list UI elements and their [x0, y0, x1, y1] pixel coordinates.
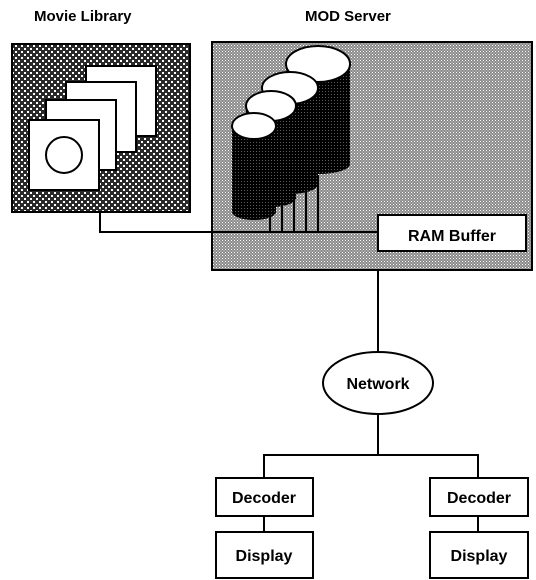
client-branch-link — [263, 454, 479, 478]
movie-library-box — [11, 43, 191, 213]
ram-buffer-box — [377, 214, 527, 252]
movie-card-1 — [28, 119, 100, 191]
network-label: Network — [346, 376, 409, 393]
mod-server-box: RAM Buffer — [211, 41, 533, 271]
library-to-server-link — [99, 212, 378, 233]
decoder-label-1: Decoder — [232, 490, 296, 507]
display-box-2 — [429, 531, 529, 579]
decoder-box-1 — [215, 477, 314, 517]
disk-cylinder-1 — [231, 112, 277, 220]
ram-buffer-label: RAM Buffer — [408, 228, 496, 245]
movie-library-title: Movie Library — [34, 8, 132, 25]
display-box-1 — [215, 531, 314, 579]
decoder-box-2 — [429, 477, 529, 517]
disc-icon — [45, 136, 83, 174]
display-label-2: Display — [451, 548, 508, 565]
decoder-label-2: Decoder — [447, 490, 511, 507]
display-label-1: Display — [236, 548, 293, 565]
mod-server-title: MOD Server — [305, 8, 391, 25]
